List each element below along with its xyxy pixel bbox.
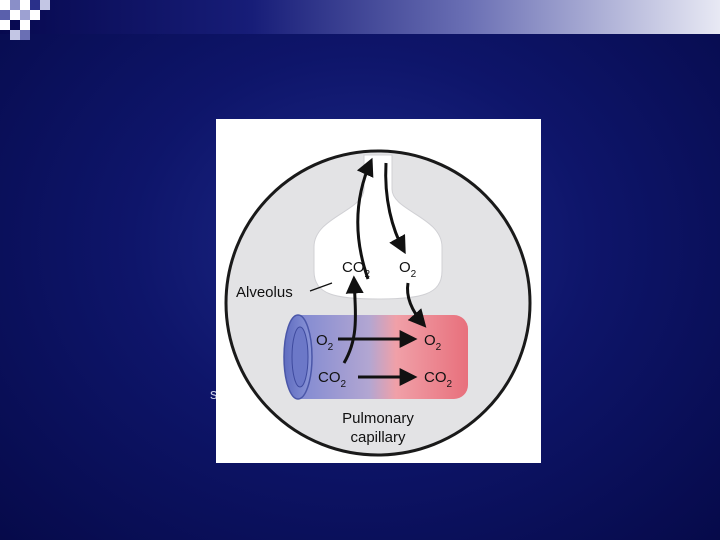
deco-square [10,10,20,20]
deco-square [20,10,30,20]
capillary-o2-left-label: O2 [316,332,334,353]
co2-exhale-arrow [356,157,374,280]
title-bar-gradient [0,0,720,34]
deco-square [10,0,20,10]
gas-exchange-figure: Alveolus CO2 O2 O2 O2 CO2 CO2 Pulmonary … [216,119,541,463]
o2-diffusion-arrow [406,282,427,328]
capillary-vessel [288,315,468,399]
co2-diffusion-arrow [342,275,364,364]
deco-square [0,20,10,30]
deco-square [0,0,10,10]
capillary-co2-right-label: CO2 [424,369,453,390]
capillary-o2-right-label: O2 [424,332,442,353]
deco-square [20,20,30,30]
capillary-lumen [291,326,309,388]
alveolus-leader-line [309,282,333,292]
capillary-label-line1: Pulmonary [342,410,414,427]
deco-square [20,0,30,10]
deco-square [40,0,50,10]
deco-square [0,10,10,20]
gas-exchange-diagram: Alveolus CO2 O2 O2 O2 CO2 CO2 Pulmonary … [224,149,532,457]
alveolus-shape [313,154,443,300]
deco-square [20,30,30,40]
alveolus-o2-label: O2 [399,259,417,280]
o2-inhale-arrow [384,162,406,255]
alveolus-label: Alveolus [236,284,293,301]
deco-square [10,30,20,40]
capillary-label-line2: capillary [350,429,406,446]
corner-squares-decoration [0,0,60,46]
capillary-co2-left-label: CO2 [318,369,347,390]
stray-slide-text: s [210,386,218,403]
deco-square [30,10,40,20]
deco-square [30,0,40,10]
alveolus-co2-label: CO2 [342,259,371,280]
